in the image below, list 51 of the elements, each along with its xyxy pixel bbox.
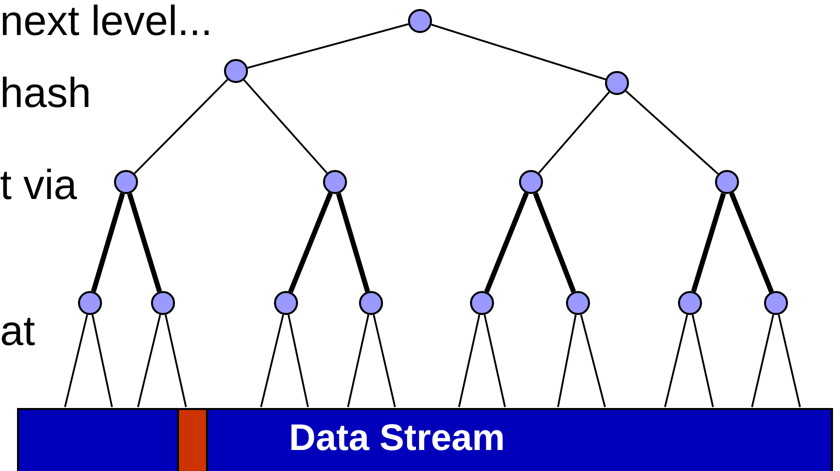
tree-edge — [538, 91, 610, 174]
tree-edge — [484, 314, 506, 408]
tree-edge — [533, 192, 576, 293]
tree-edge — [691, 192, 726, 292]
tree-edge — [91, 192, 125, 292]
tree-node-circle — [78, 291, 102, 315]
tree-node-circle — [470, 291, 494, 315]
tree-edge — [580, 314, 606, 408]
tree-node-circle — [764, 291, 788, 315]
tree-node-circle — [224, 59, 248, 83]
bar-title: Data Stream — [289, 418, 505, 459]
highlighted-segment — [177, 408, 208, 471]
tree-node-circle — [566, 291, 590, 315]
tree-edge — [778, 314, 801, 408]
tree-edge — [431, 24, 606, 80]
tree-edge — [92, 314, 113, 408]
tree-edge — [557, 314, 577, 408]
tree-edge — [260, 314, 284, 408]
tree-edge — [372, 314, 396, 408]
data-stream-bar — [17, 408, 833, 471]
tree-node-circle — [274, 291, 298, 315]
tree-edge — [127, 192, 162, 292]
tree-edge — [164, 314, 187, 408]
tree-node-circle — [359, 291, 383, 315]
tree-node-circle — [715, 170, 739, 194]
tree-edge — [664, 314, 688, 408]
tree-edge — [458, 314, 480, 408]
tree-edge — [336, 192, 370, 292]
tree-node-circle — [678, 291, 702, 315]
tree-edge — [484, 192, 529, 293]
tree-node-circle — [605, 71, 629, 95]
tree-edge — [347, 314, 370, 408]
tree-node-circle — [151, 291, 175, 315]
tree-node-circle — [114, 170, 138, 194]
tree-edge — [247, 23, 409, 69]
tree-edge — [243, 79, 328, 174]
tree-edge — [625, 90, 719, 175]
tree-edge — [288, 192, 333, 293]
tree-edge — [751, 314, 774, 408]
tree-edge — [729, 192, 774, 293]
slide-text: next level... — [0, 0, 212, 42]
tree-node-circle — [519, 170, 543, 194]
slide-text: hash — [0, 72, 92, 114]
slide-text: t via — [0, 164, 78, 206]
tree-edge — [64, 314, 88, 408]
tree-edge — [137, 314, 162, 408]
tree-edge — [692, 314, 714, 408]
tree-node-circle — [408, 9, 432, 33]
slide-text: at — [0, 310, 36, 352]
tree-node-circle — [323, 170, 347, 194]
tree-edge — [134, 78, 228, 174]
